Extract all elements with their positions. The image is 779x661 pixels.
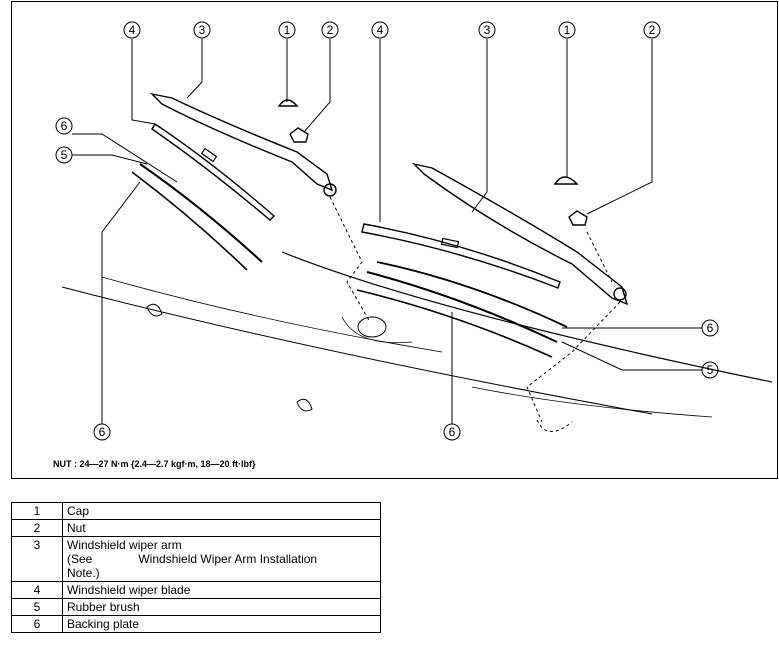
right-backing-plate [356,289,553,358]
legend-reference-link[interactable]: Windshield Wiper Arm Installation [138,552,318,566]
legend-row: 1 Cap [11,502,381,520]
legend-row: 5 Rubber brush [11,598,381,616]
callout-3-right: 3 [484,23,491,37]
right-blade-clip [440,237,460,249]
cowl-line-lower [61,286,653,415]
callout-2-right: 2 [649,23,656,37]
callout-6-left-upper: 6 [61,119,68,133]
left-cap [277,99,299,107]
left-pivot [323,183,337,197]
legend-description: Windshield wiper blade [62,581,381,599]
right-wiper-arm [411,162,629,306]
cowl-line-upper [281,251,773,383]
right-rubber-brush [366,271,558,343]
left-pivot-base [357,316,387,338]
legend-number: 1 [11,502,63,520]
legend-number: 4 [11,581,63,599]
legend-number: 5 [11,598,63,616]
legend-row: 4 Windshield wiper blade [11,581,381,599]
right-pivot-base [536,419,573,432]
callout-6-left-lower: 6 [99,425,106,439]
right-pivot-dash [526,231,621,423]
left-blade-clip [200,147,218,163]
legend-description: Windshield wiper arm (See Windshield Wipe… [62,536,381,582]
callout-4-left: 4 [129,23,136,37]
left-backing-plate [131,171,248,271]
diagram-drawing: 4 3 1 2 6 5 6 4 3 1 2 6 5 6 [55,21,773,441]
legend-desc-line: Note.) [67,566,100,580]
clip-left-lower [296,398,313,412]
legend-number: 2 [11,519,63,537]
left-pivot-dash [329,196,371,323]
legend-see-text: (See [67,552,93,566]
callout-3-left: 3 [199,23,206,37]
callout-6-center: 6 [449,425,456,439]
callout-5-right: 5 [707,363,714,377]
torque-note: NUT : 24—27 N·m {2.4—2.7 kgf·m, 18—20 ft… [53,459,256,469]
legend-desc-line: Windshield wiper arm [67,538,182,552]
legend-number: 3 [11,536,63,582]
right-wiper-blade [361,223,561,289]
callout-1-right: 1 [564,23,571,37]
legend-desc-line: (See Windshield Wiper Arm Installation [67,552,376,566]
callout-6-right: 6 [707,321,714,335]
legend-description: Rubber brush [62,598,381,616]
legend-row: 3 Windshield wiper arm (See Windshield Wi… [11,536,381,582]
legend-description: Backing plate [62,615,381,633]
left-nut [289,127,309,143]
body-edge-2 [471,386,713,418]
callout-4-right: 4 [377,23,384,37]
left-rubber-brush [139,163,263,263]
left-pivot-arc [341,316,413,344]
callout-1-left: 1 [284,23,291,37]
legend-description: Nut [62,519,381,537]
callout-2-left: 2 [327,23,334,37]
right-cap [553,176,579,185]
right-nut [568,210,588,226]
legend-number: 6 [11,615,63,633]
legend-description: Cap [62,502,381,520]
left-wiper-blade [151,123,276,221]
legend-row: 6 Backing plate [11,615,381,633]
exploded-diagram: 4 3 1 2 6 5 6 4 3 1 2 6 5 6 NUT : 24—27 … [11,1,778,479]
right-upper-strip [376,261,568,328]
legend-row: 2 Nut [11,519,381,537]
left-wiper-arm [149,92,334,192]
body-edge [101,276,443,353]
callout-5-left: 5 [61,148,68,162]
right-pivot [613,287,627,301]
clip-left-upper [146,303,163,317]
